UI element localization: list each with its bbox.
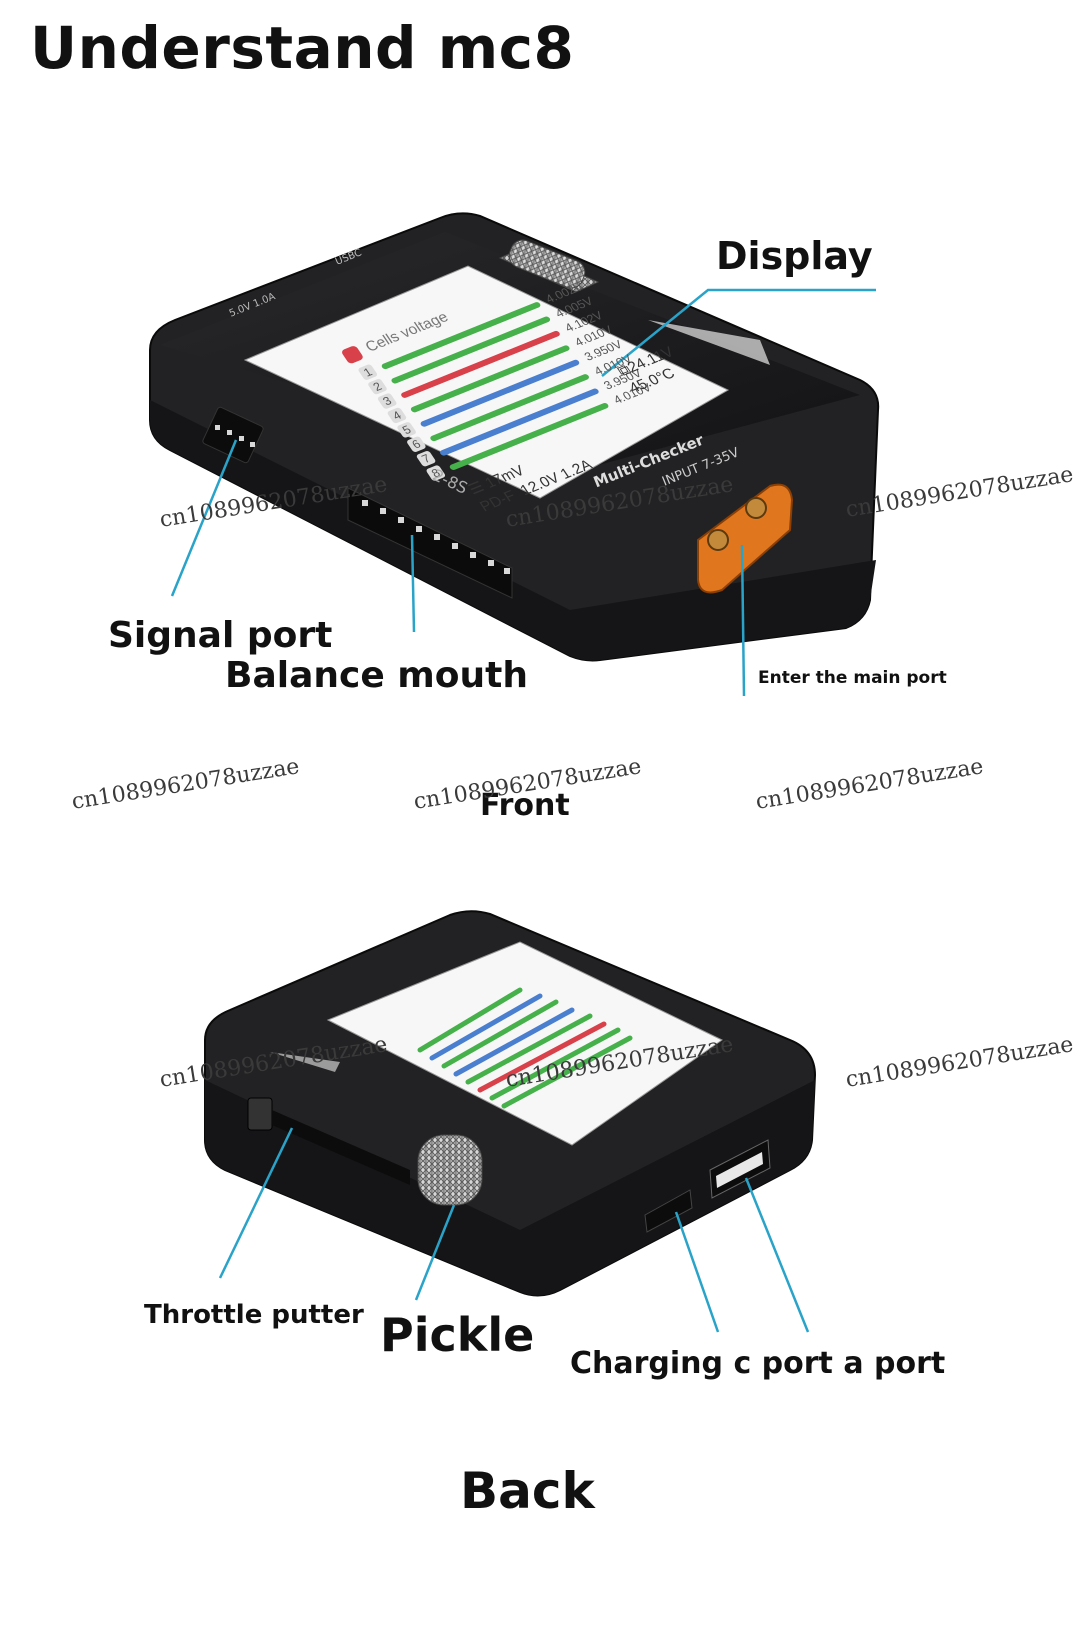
section-label-back: Back (460, 1462, 595, 1520)
front-scroll-wheel (498, 239, 600, 293)
signal-port (202, 406, 264, 464)
screen-alert-icon (340, 344, 365, 365)
leader-charging-a (744, 1177, 810, 1333)
callout-display: Display (716, 234, 873, 278)
usb-ports (644, 1139, 771, 1233)
leader-display (601, 288, 876, 377)
callout-charging-ports: Charging c port a port (570, 1346, 946, 1381)
throttle-slot (247, 1097, 410, 1185)
balance-port (347, 487, 513, 599)
back-screen (326, 941, 723, 1146)
cell-index: 1 (357, 363, 379, 381)
leader-throttle (218, 1127, 294, 1279)
leader-signal-port (170, 439, 238, 597)
section-label-front: Front (480, 788, 570, 823)
leader-charging-c (674, 1211, 720, 1333)
callout-throttle-putter: Throttle putter (144, 1300, 364, 1330)
leader-main-port (740, 544, 746, 697)
callout-balance-mouth: Balance mouth (225, 655, 528, 696)
back-scroll-wheel (417, 1134, 483, 1206)
back-device (204, 910, 817, 1297)
callout-pickle: Pickle (380, 1308, 535, 1362)
leader-lines (170, 288, 876, 1333)
page-title: Understand mc8 (30, 14, 575, 82)
callout-signal-port: Signal port (108, 615, 333, 656)
front-device (149, 212, 880, 662)
xt60-port (697, 483, 794, 594)
leader-balance (410, 534, 416, 633)
leader-pickle (414, 1204, 456, 1301)
callout-main-port: Enter the main port (758, 668, 947, 688)
